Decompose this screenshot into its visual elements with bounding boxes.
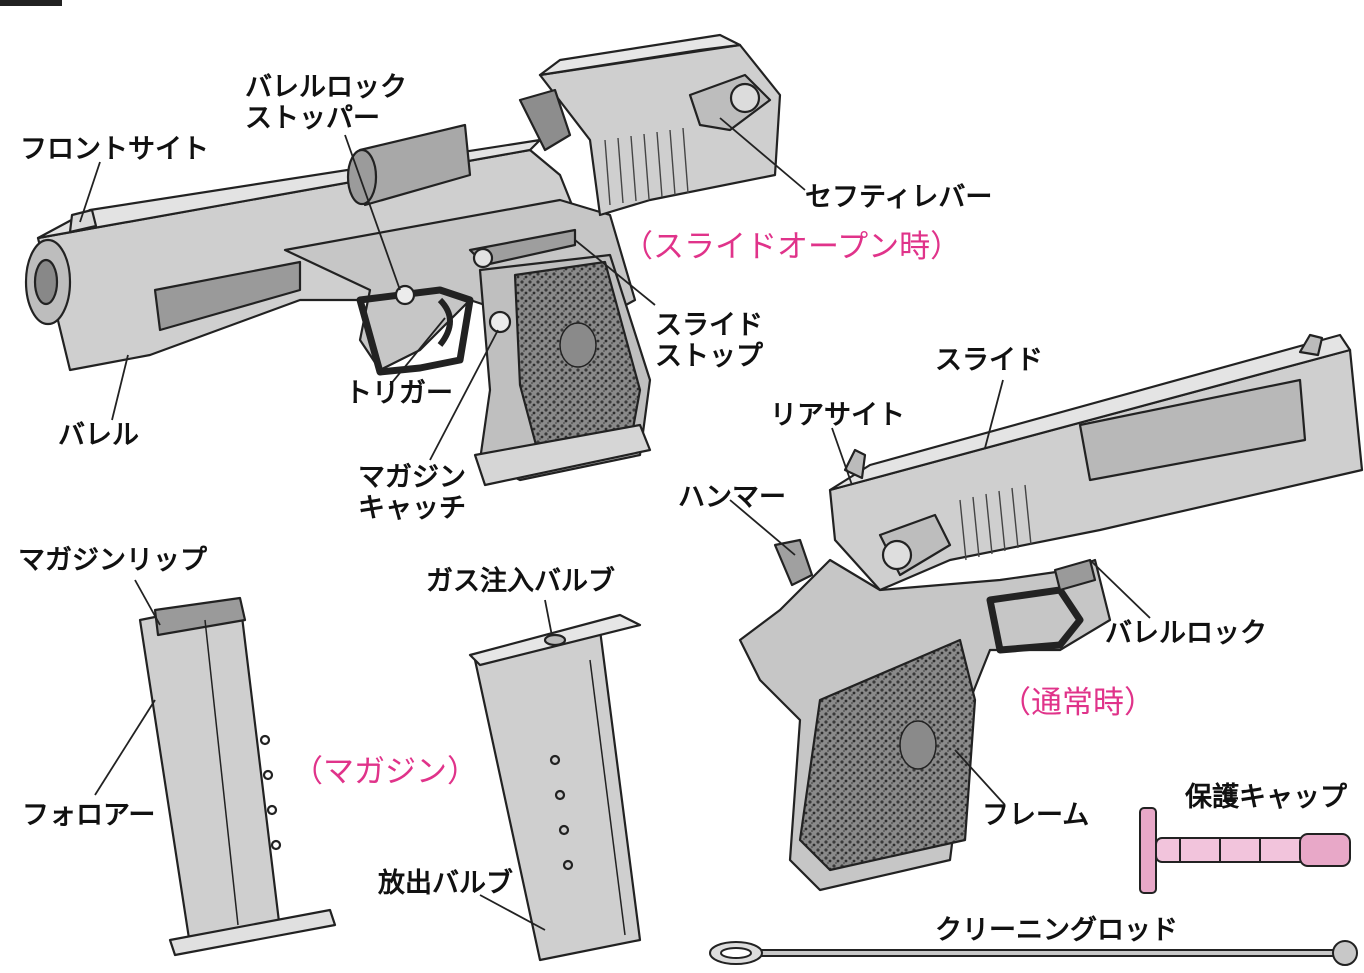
rear-block [538, 43, 782, 217]
label-front-sight: フロントサイト [20, 134, 209, 165]
label-frame: フレーム [982, 800, 1090, 831]
caption-magazine: （マガジン） [292, 754, 478, 790]
label-follower: フォロアー [22, 800, 156, 831]
magazine-catch-button [488, 310, 512, 334]
label-hammer: ハンマー [678, 482, 786, 513]
leader-lines-normal [729, 379, 1151, 806]
magazine-base-open [473, 423, 652, 487]
label-magazine-catch: マガジン キャッチ [358, 462, 466, 525]
barrel-lock-stopper-pin [394, 284, 416, 306]
header-mark-icon [0, 0, 62, 6]
caption-slide-open: （スライドオープン時） [622, 229, 962, 265]
rear-sight-normal [843, 448, 867, 480]
barrel-lock-normal [1053, 558, 1097, 592]
label-cleaning-rod: クリーニングロッド [935, 915, 1178, 946]
hammer-open [518, 88, 572, 152]
label-magazine-lip: マガジンリップ [18, 545, 207, 576]
magazine-right [468, 613, 642, 962]
hammer-normal [773, 538, 814, 587]
leader-lines-open [79, 117, 806, 461]
caption-normal: （通常時） [1000, 685, 1155, 721]
trigger-guard [356, 286, 474, 376]
label-safety-lever: セフティレバー [805, 182, 993, 213]
label-barrel: バレル [58, 420, 139, 451]
front-sight-normal [1298, 333, 1324, 357]
front-sight [68, 208, 98, 234]
magazine-left [138, 596, 337, 957]
trigger-guard-normal [986, 586, 1084, 654]
label-gas-inlet-valve: ガス注入バルブ [426, 566, 615, 597]
pistol-slide-open [24, 33, 782, 487]
label-rear-sight: リアサイト [770, 400, 905, 431]
label-slide-stop: スライド ストップ [655, 310, 763, 373]
label-protective-cap: 保護キャップ [1185, 782, 1347, 813]
ejection-port [1078, 378, 1307, 482]
leader-lines-mag [94, 579, 553, 931]
cleaning-rod [709, 940, 1358, 966]
grip-panel-normal [798, 638, 977, 872]
label-barrel-lock: バレルロック [1105, 618, 1267, 649]
label-release-valve: 放出バルブ [378, 868, 513, 899]
pistol-normal [738, 333, 1364, 892]
label-barrel-lock-stopper: バレルロック ストッパー [245, 72, 407, 135]
label-trigger: トリガー [345, 378, 453, 409]
protective-cap [1139, 807, 1351, 894]
trigger-open [437, 297, 453, 347]
label-slide: スライド [935, 345, 1043, 376]
